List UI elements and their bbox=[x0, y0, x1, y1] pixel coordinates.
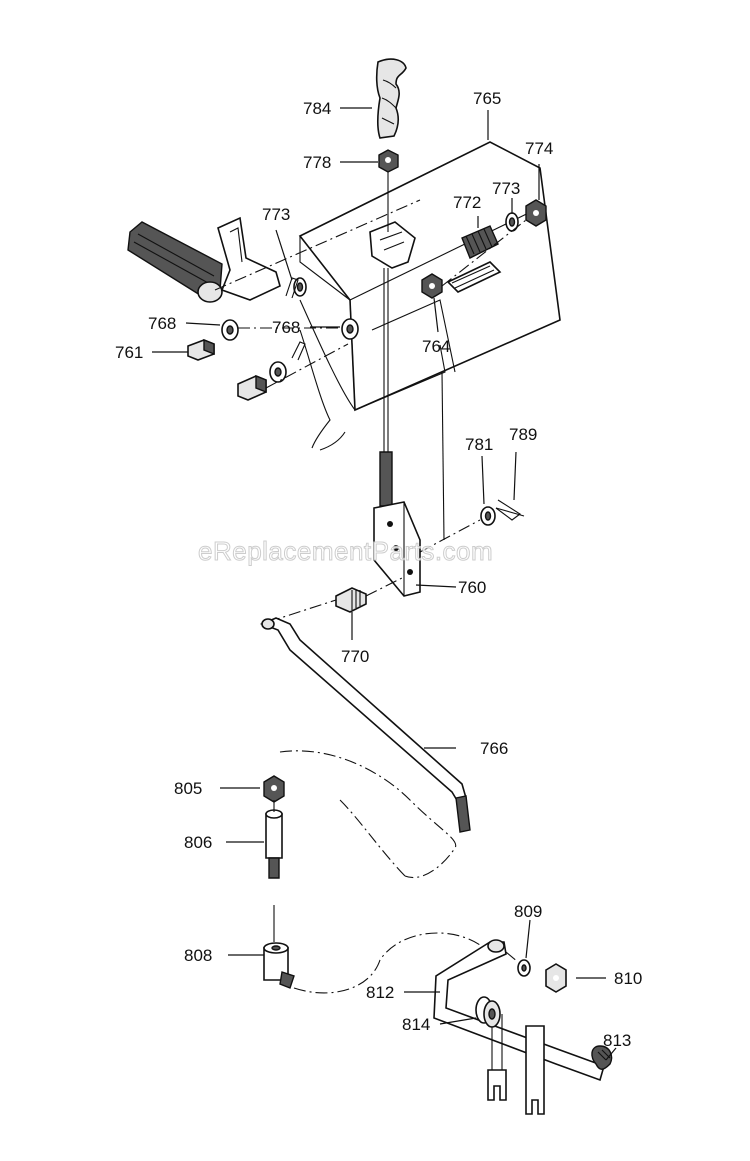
callout-768-left: 768 bbox=[148, 314, 176, 333]
bolt-761 bbox=[187, 338, 215, 361]
assembly-line-812 bbox=[293, 932, 481, 994]
washer-lower bbox=[269, 361, 287, 383]
foot-pedal-handle bbox=[127, 216, 281, 303]
callout-765: 765 bbox=[473, 89, 501, 108]
callout-764: 764 bbox=[422, 337, 450, 356]
callout-770: 770 bbox=[341, 647, 369, 666]
callout-806: 806 bbox=[184, 833, 212, 852]
callout-813: 813 bbox=[603, 1031, 631, 1050]
shift-bracket-760 bbox=[373, 371, 445, 597]
callout-789: 789 bbox=[509, 425, 537, 444]
callout-814: 814 bbox=[402, 1015, 430, 1034]
cotter-pin-upper bbox=[285, 277, 299, 299]
washer-768-center bbox=[341, 318, 359, 340]
callout-809: 809 bbox=[514, 902, 542, 921]
nut-810 bbox=[545, 963, 567, 993]
callout-778: 778 bbox=[303, 153, 331, 172]
assembly-line-770 bbox=[267, 599, 337, 623]
washer-809 bbox=[517, 959, 531, 977]
watermark: eReplacementParts.com bbox=[198, 536, 493, 566]
spacer-806 bbox=[265, 809, 283, 879]
callout-760: 760 bbox=[458, 578, 486, 597]
spring-772 bbox=[461, 225, 499, 259]
callout-774: 774 bbox=[525, 139, 553, 158]
bolt-770 bbox=[335, 587, 367, 613]
shift-rod-766 bbox=[259, 617, 471, 833]
nut-805 bbox=[263, 775, 285, 803]
callout-808: 808 bbox=[184, 946, 212, 965]
callout-766: 766 bbox=[480, 739, 508, 758]
washer-768-left bbox=[221, 319, 239, 341]
washer-781 bbox=[480, 506, 496, 526]
bolt-lower bbox=[237, 374, 267, 401]
assembly-lines-upper bbox=[214, 199, 527, 451]
bushing-814 bbox=[475, 996, 501, 1028]
callout-805: 805 bbox=[174, 779, 202, 798]
callout-773-left: 773 bbox=[262, 205, 290, 224]
hairpin-clip-789 bbox=[495, 499, 525, 521]
cotter-pin-lower bbox=[291, 341, 306, 361]
shift-knob bbox=[375, 58, 407, 139]
nut-774 bbox=[525, 199, 547, 227]
assembly-line-770b bbox=[365, 577, 403, 597]
callout-781: 781 bbox=[465, 435, 493, 454]
callout-773-right: 773 bbox=[492, 179, 520, 198]
leader-lines bbox=[152, 107, 617, 1061]
nut-764 bbox=[421, 273, 443, 299]
callout-labels: 784 765 778 774 773 773 772 768 768 761 … bbox=[115, 89, 642, 1050]
callout-768-center: 768 bbox=[272, 318, 300, 337]
callout-772: 772 bbox=[453, 193, 481, 212]
shift-shaft-812 bbox=[433, 939, 605, 1115]
nut-778 bbox=[378, 149, 399, 173]
assembly-line-781 bbox=[419, 519, 481, 553]
callout-812: 812 bbox=[366, 983, 394, 1002]
shift-slot-window bbox=[446, 261, 502, 293]
pivot-808 bbox=[263, 942, 295, 989]
callout-784: 784 bbox=[303, 99, 331, 118]
callout-810: 810 bbox=[614, 969, 642, 988]
callout-761: 761 bbox=[115, 343, 143, 362]
clip-813 bbox=[591, 1045, 613, 1070]
